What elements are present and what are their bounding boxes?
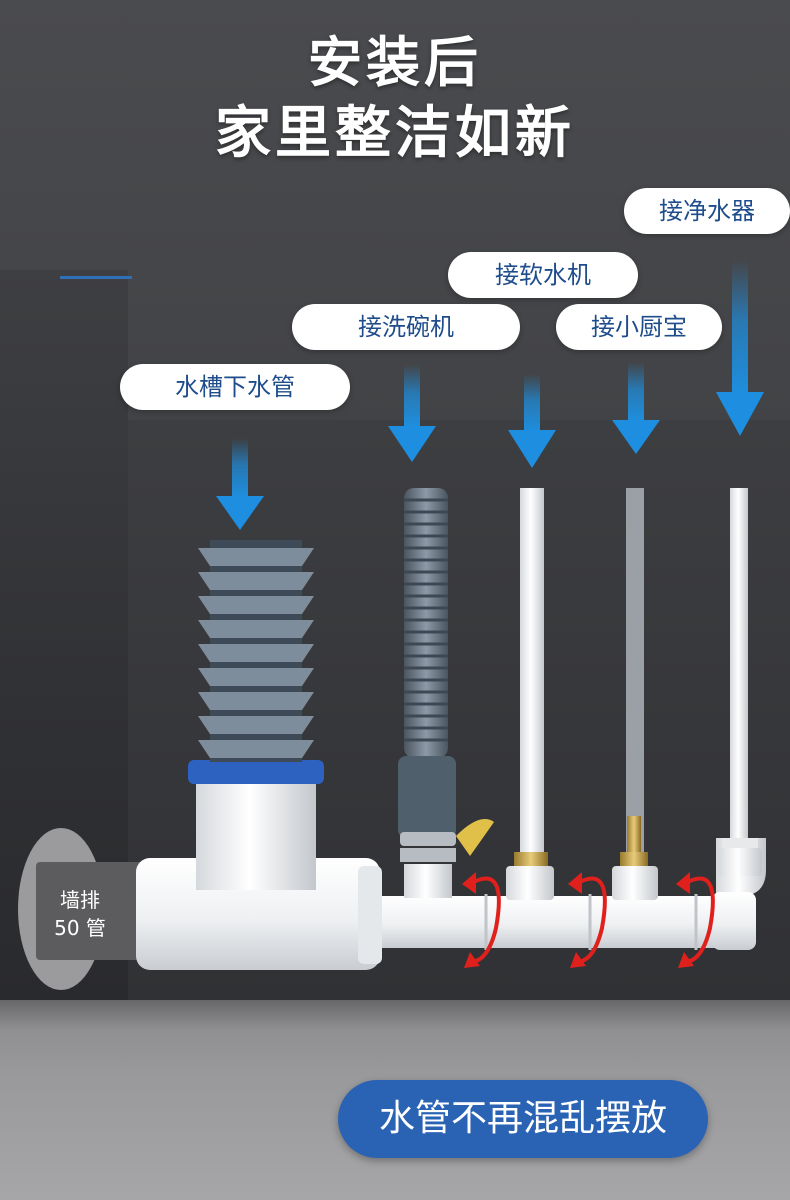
arrow-purifier (716, 260, 764, 436)
label-kitchen-heater: 接小厨宝 (556, 304, 722, 350)
manifold-pipe (370, 896, 750, 948)
label-dishwasher: 接洗碗机 (292, 304, 520, 350)
wall-drain-pipe (36, 862, 146, 960)
label-water-purifier: 接净水器 (624, 188, 790, 234)
bottom-caption: 水管不再混乱摆放 (338, 1080, 708, 1158)
arrow-kitchen-heater (612, 362, 660, 454)
dishwasher-hose (398, 488, 494, 898)
flow-arrows (216, 260, 764, 530)
wall-drain-label-1: 墙排 (60, 888, 100, 912)
label-water-softener: 接软水机 (448, 252, 638, 298)
purifier-pipe (718, 488, 762, 876)
floor-shadow (0, 1000, 790, 1030)
headline-line-1: 安装后 (308, 31, 482, 94)
blue-seal-ring (188, 760, 324, 784)
kitchen-heater-pipe (612, 488, 658, 900)
headline-line-2: 家里整洁如新 (215, 101, 575, 166)
arrow-dishwasher (388, 364, 436, 462)
softener-pipe (506, 488, 554, 900)
label-sink-drain: 水槽下水管 (120, 364, 350, 410)
accent-line (60, 276, 132, 279)
rotation-arrows (462, 872, 715, 968)
wall-drain-label-2: 50 管 (54, 916, 106, 940)
corrugated-sink-hose (198, 540, 314, 762)
arrow-sink (216, 438, 264, 530)
arrow-softener (508, 374, 556, 468)
